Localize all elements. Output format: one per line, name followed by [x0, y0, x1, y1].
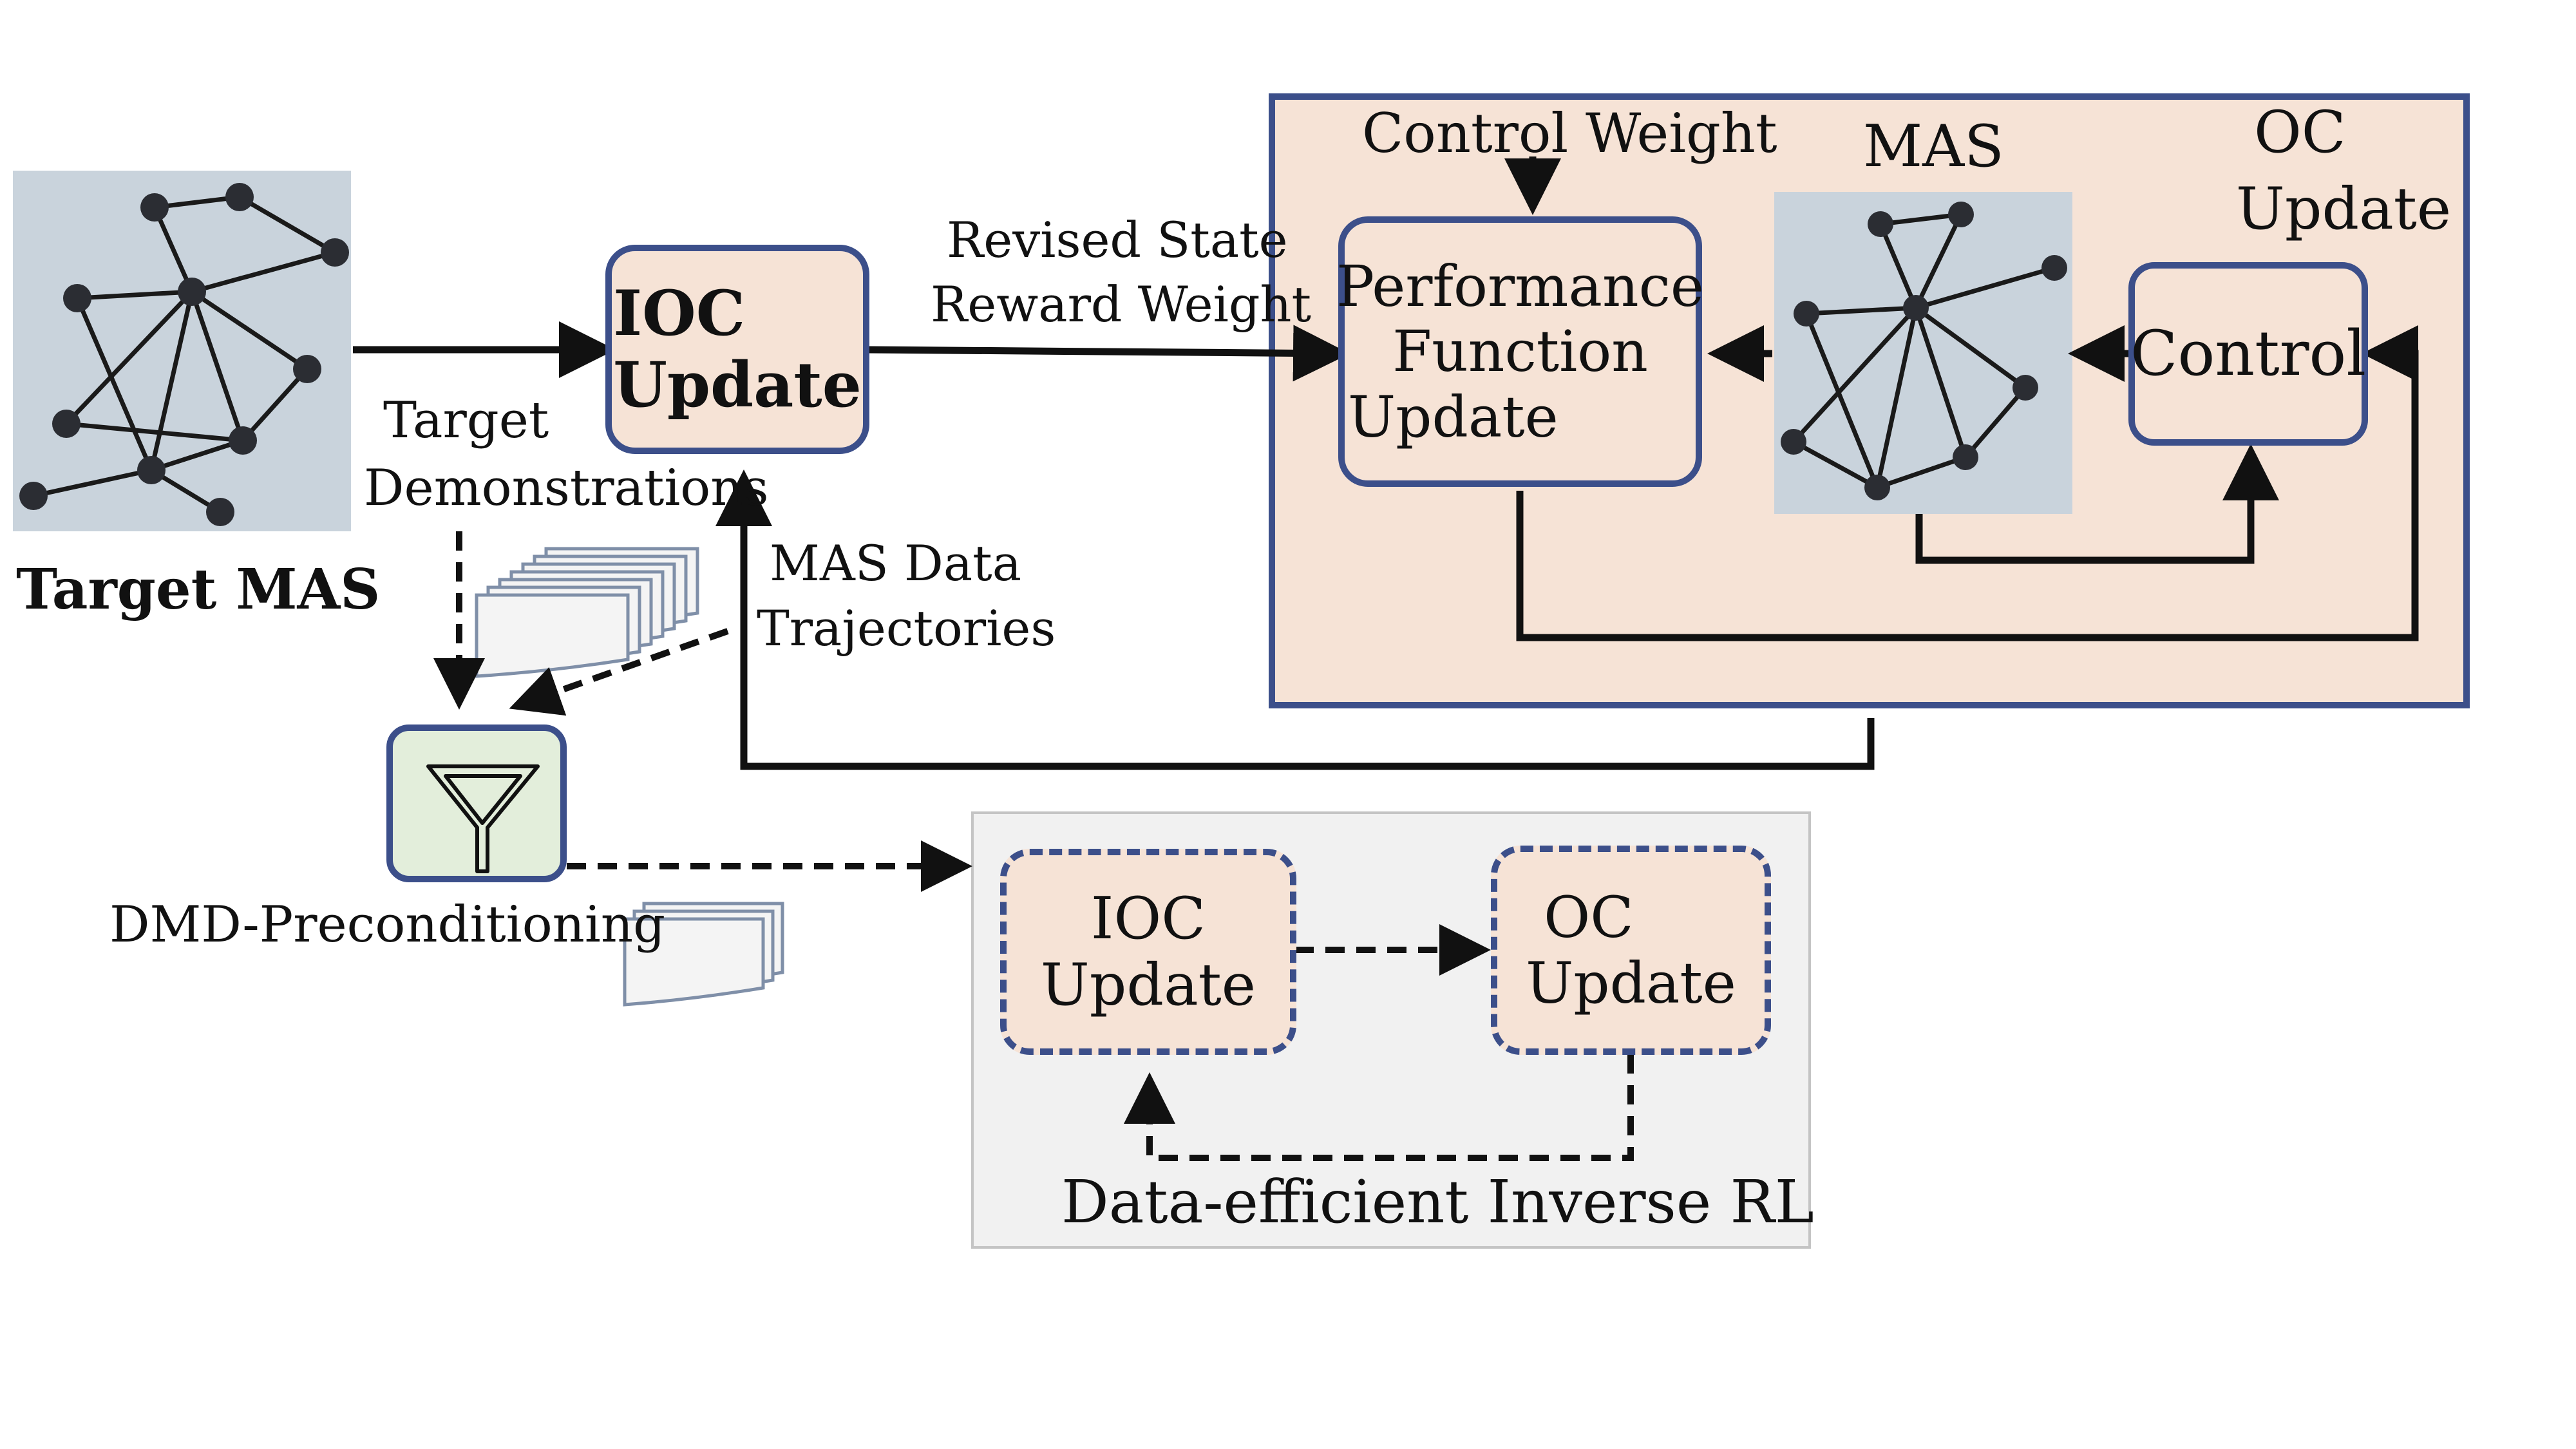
data-stack-icon: [475, 547, 699, 678]
revised-state-label: Revised State: [947, 211, 1288, 269]
performance-function-update-box: Performance Function Update: [1336, 216, 1704, 487]
trajectories-label: Trajectories: [757, 600, 1056, 657]
target-mas-graph: [13, 171, 351, 531]
filter-icon: [426, 764, 540, 873]
arrow-mas-to-control: [1915, 444, 2279, 564]
oc-title-label-1: OC: [2254, 99, 2346, 166]
irl-oc-update-box: OC Update: [1491, 846, 1771, 1055]
control-weight-label: Control Weight: [1362, 102, 1777, 165]
mas-data-label: MAS Data: [770, 535, 1022, 592]
target-demo-label-2: Demonstrations: [364, 459, 769, 517]
irl-oc-line2: Update: [1526, 949, 1736, 1016]
mas-graph: [1774, 192, 2072, 514]
arrow-oc-to-ioc: [715, 469, 1875, 770]
perf-line3: Update: [1348, 383, 1558, 450]
irl-oc-line1: OC: [1544, 884, 1634, 951]
irl-ioc-update-box: IOC Update: [1000, 849, 1296, 1055]
mas-title-label: MAS: [1863, 113, 2004, 180]
ioc-update-box: IOC Update: [605, 245, 869, 454]
control-label: Control: [2130, 317, 2367, 390]
target-mas-label: Target MAS: [16, 557, 381, 622]
irl-panel-title: Data-efficient Inverse RL: [1061, 1168, 1814, 1236]
data-stack-small-icon: [623, 902, 784, 1007]
ioc-line1: IOC: [613, 277, 746, 350]
irl-ioc-line2: Update: [1040, 951, 1256, 1019]
perf-line2: Function: [1392, 318, 1648, 385]
ioc-line2: Update: [613, 348, 862, 421]
reward-weight-label: Reward Weight: [931, 276, 1312, 333]
target-demo-label-1: Target: [383, 392, 549, 450]
control-box: Control: [2128, 262, 2368, 446]
oc-title-label-2: Update: [2236, 175, 2452, 243]
arrow-ioc-to-performance: [867, 325, 1350, 382]
perf-line1: Performance: [1336, 253, 1704, 320]
arrow-performance-to-control: [1516, 325, 2419, 641]
irl-ioc-line1: IOC: [1090, 884, 1206, 952]
arrow-trajectories-to-filter: [509, 628, 729, 716]
arrow-irl-oc-to-ioc: [1124, 1054, 1634, 1161]
dmd-preconditioning-label: DMD-Preconditioning: [109, 896, 666, 954]
